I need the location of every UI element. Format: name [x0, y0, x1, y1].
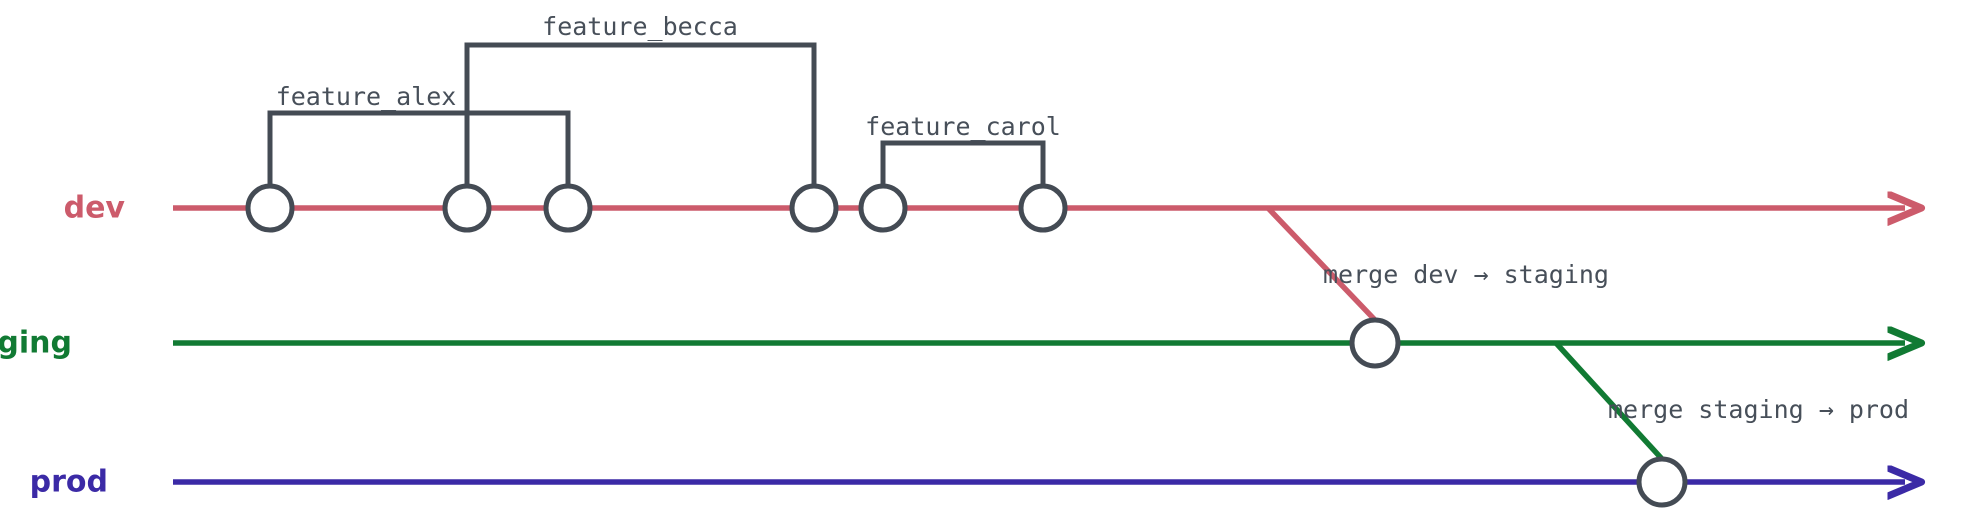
commit-node-dev-c4[interactable]	[789, 183, 839, 233]
commit-node-staging-merge[interactable]	[1349, 317, 1401, 369]
feature-label-feature_alex: feature_alex	[276, 82, 457, 111]
merge-label-merge-dev-staging: merge dev → staging	[1323, 260, 1609, 289]
feature-bracket-feature_alex	[267, 110, 571, 186]
feature-bracket-feature_becca	[464, 42, 817, 186]
merge-line-merge-dev-staging	[1266, 206, 1377, 322]
lane-label-dev: dev	[64, 191, 126, 226]
lane-labels: dev staging prod	[0, 191, 125, 500]
merge-line-merge-staging-prod	[1553, 341, 1665, 461]
feature-bracket-feature_carol	[880, 140, 1046, 186]
merge-labels: merge dev → staging merge staging → prod	[1323, 260, 1909, 424]
feature-branch-labels: feature_alex feature_becca feature_carol	[276, 12, 1061, 141]
lane-label-staging: staging	[0, 326, 72, 361]
feature-branch-brackets	[267, 42, 1046, 186]
commit-node-dev-c2[interactable]	[442, 183, 492, 233]
feature-label-feature_carol: feature_carol	[865, 112, 1061, 141]
merge-connectors	[1266, 206, 1665, 461]
commit-node-dev-c1[interactable]	[245, 183, 295, 233]
merge-label-merge-staging-prod: merge staging → prod	[1608, 395, 1909, 424]
commit-node-dev-c6[interactable]	[1018, 183, 1068, 233]
commit-node-prod-merge[interactable]	[1636, 456, 1688, 508]
lane-label-prod: prod	[30, 465, 108, 500]
commit-nodes	[245, 183, 1688, 508]
commit-node-dev-c3[interactable]	[543, 183, 593, 233]
feature-label-feature_becca: feature_becca	[542, 12, 738, 41]
commit-node-dev-c5[interactable]	[858, 183, 908, 233]
